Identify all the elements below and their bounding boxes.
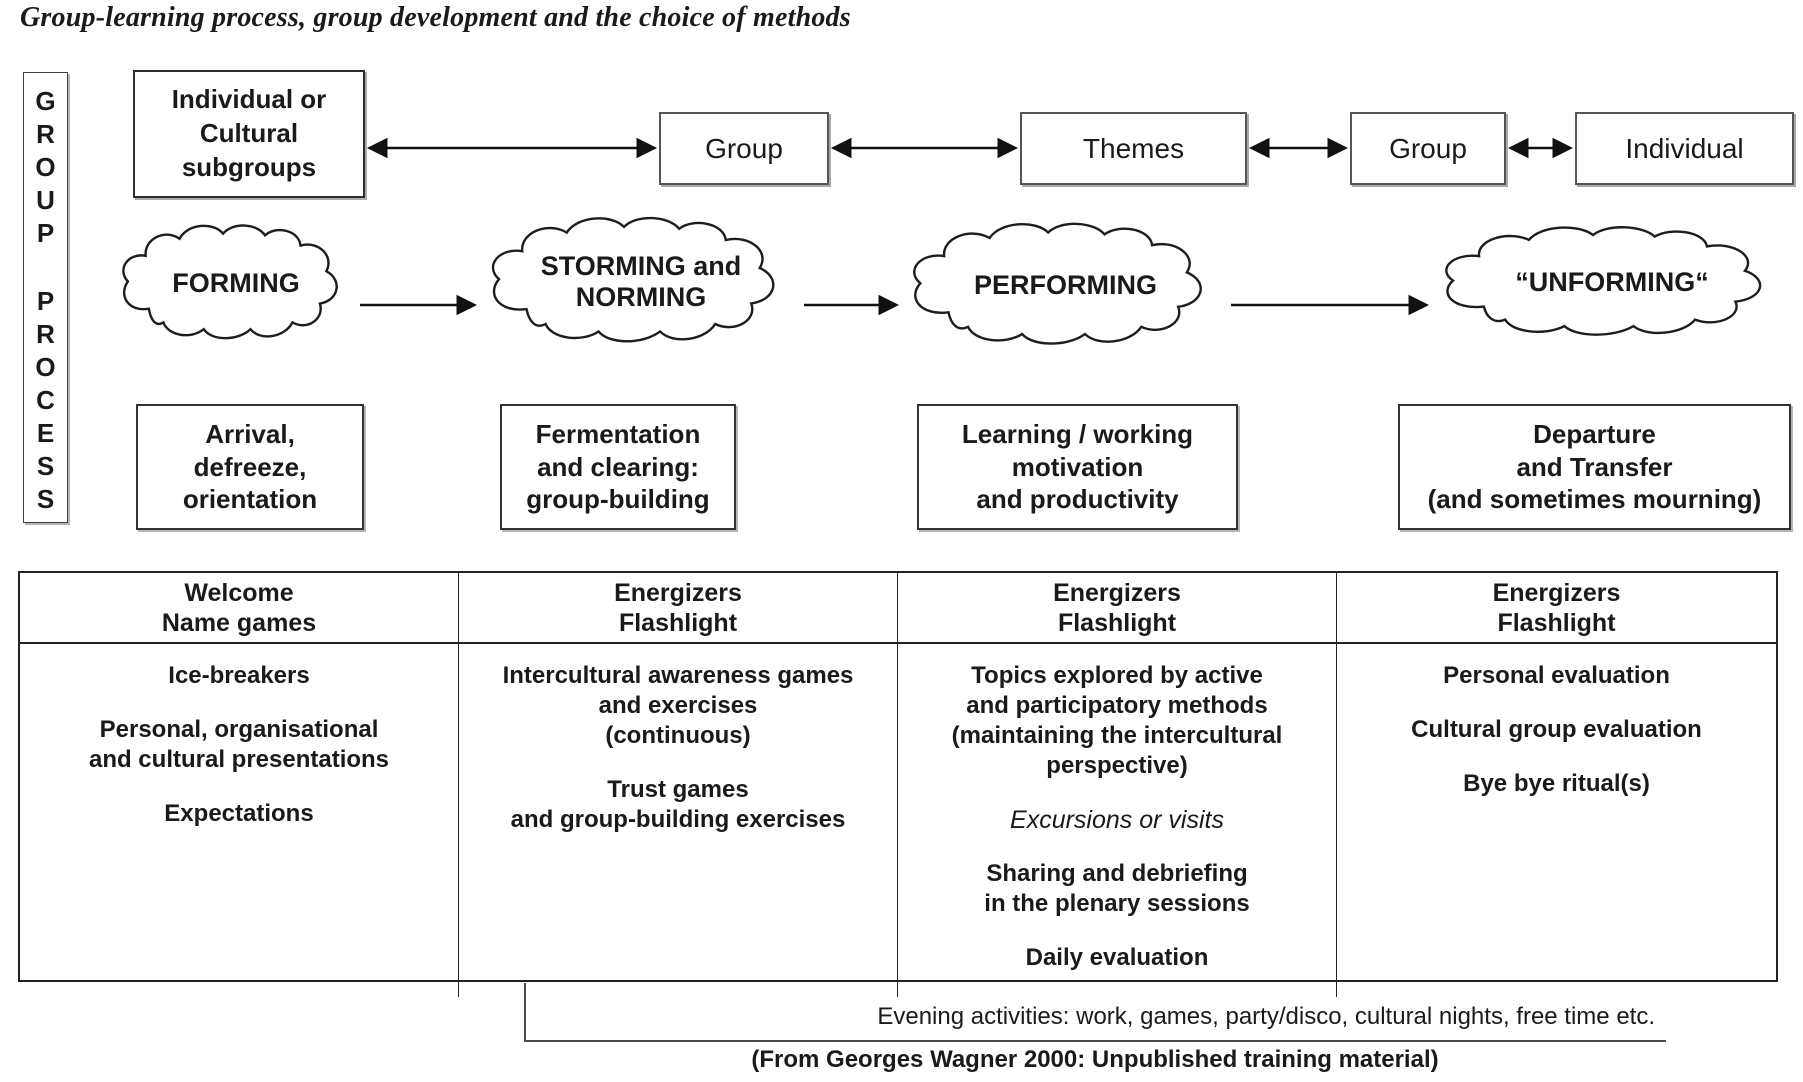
box-group-2: Group bbox=[1350, 112, 1506, 185]
evening-activities-bracket bbox=[524, 983, 1666, 1042]
table-header-col2: Energizers Flashlight bbox=[459, 573, 898, 644]
table-item: Intercultural awareness games and exerci… bbox=[502, 662, 854, 749]
box-themes: Themes bbox=[1020, 112, 1247, 185]
table-item-italic: Excursions or visits bbox=[1010, 806, 1224, 834]
table-item: Ice-breakers bbox=[168, 662, 310, 689]
cloud-performing: PERFORMING bbox=[903, 218, 1228, 354]
table-body-col2: Intercultural awareness games and exerci… bbox=[459, 644, 898, 997]
table-body-col3: Topics explored by active and participat… bbox=[898, 644, 1337, 997]
cloud-unforming: “UNFORMING“ bbox=[1434, 222, 1790, 344]
table-item: Expectations bbox=[164, 800, 314, 827]
table-item: Personal evaluation bbox=[1443, 662, 1670, 689]
table-item: Bye bye ritual(s) bbox=[1463, 770, 1650, 797]
table-item: Personal, organisational and cultural pr… bbox=[88, 716, 390, 773]
table-item: Daily evaluation bbox=[1025, 944, 1209, 971]
table-item: Trust games and group-building exercises bbox=[510, 776, 846, 833]
cloud-performing-label: PERFORMING bbox=[973, 270, 1157, 301]
cloud-forming-label: FORMING bbox=[172, 268, 300, 299]
stage-box-fermentation: Fermentation and clearing: group-buildin… bbox=[500, 404, 736, 530]
box-individual-or-cultural-subgroups: Individual or Cultural subgroups bbox=[133, 70, 365, 198]
table-header-col3: Energizers Flashlight bbox=[898, 573, 1337, 644]
group-process-word-process: P R O C E S S bbox=[35, 286, 56, 514]
table-item: Topics explored by active and participat… bbox=[951, 662, 1283, 779]
stage-box-arrival: Arrival, defreeze, orientation bbox=[136, 404, 364, 530]
evening-activities-text: Evening activities: work, games, party/d… bbox=[877, 1003, 1655, 1030]
page-title: Group-learning process, group developmen… bbox=[20, 2, 851, 33]
stage-box-departure: Departure and Transfer (and sometimes mo… bbox=[1398, 404, 1791, 530]
table-header-col4: Energizers Flashlight bbox=[1337, 573, 1776, 644]
group-process-vertical-label: G R O U P P R O C E S S bbox=[23, 72, 68, 523]
cloud-unforming-label: “UNFORMING“ bbox=[1515, 267, 1709, 298]
group-process-word-group: G R O U P bbox=[35, 86, 56, 248]
cloud-storming-norming-label: STORMING and NORMING bbox=[540, 250, 742, 312]
table-item: Sharing and debriefing in the plenary se… bbox=[984, 860, 1250, 917]
cloud-forming: FORMING bbox=[115, 220, 357, 348]
table-header-col1: Welcome Name games bbox=[20, 573, 459, 644]
cloud-storming-norming: STORMING and NORMING bbox=[482, 212, 800, 352]
source-caption: (From Georges Wagner 2000: Unpublished t… bbox=[751, 1046, 1439, 1073]
table-item: Cultural group evaluation bbox=[1411, 716, 1702, 743]
methods-table: Welcome Name games Energizers Flashlight… bbox=[18, 571, 1778, 997]
box-individual: Individual bbox=[1575, 112, 1794, 185]
table-body-col1: Ice-breakers Personal, organisational an… bbox=[20, 644, 459, 997]
box-group-1: Group bbox=[659, 112, 829, 185]
stage-box-learning: Learning / working motivation and produc… bbox=[917, 404, 1238, 530]
table-body-col4: Personal evaluation Cultural group evalu… bbox=[1337, 644, 1776, 997]
